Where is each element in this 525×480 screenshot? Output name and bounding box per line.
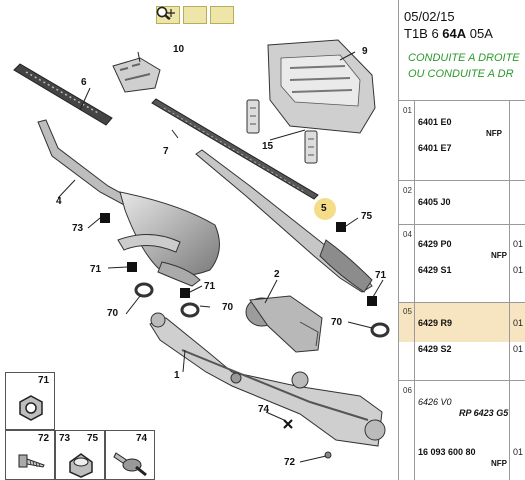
zoom-fit-icon (156, 6, 175, 20)
leader-lines (57, 51, 384, 463)
quantity: 01 (513, 344, 524, 354)
zoom-toolbar (156, 6, 234, 24)
callout-75[interactable]: 75 (361, 211, 373, 222)
quantity: 01 (513, 447, 524, 457)
row-number: 01 (403, 106, 412, 115)
callout-4[interactable]: 4 (56, 196, 62, 207)
catalog-reference: T1B 6 64A 05A (404, 26, 493, 41)
quantity: 01 (513, 318, 524, 328)
callout-9[interactable]: 9 (362, 46, 368, 57)
row-number: 05 (403, 307, 412, 316)
zoom-fit-button[interactable] (156, 6, 234, 24)
condition-line-1: CONDUITE A DROITE (408, 52, 520, 64)
callout-5-highlight (314, 198, 336, 220)
nfp-flag: NFP (491, 459, 507, 468)
callout-72[interactable]: 72 (284, 457, 296, 468)
part-2-motor[interactable] (245, 295, 323, 353)
legend-73-label: 73 (59, 433, 71, 444)
part-5-arm[interactable] (195, 149, 373, 293)
callout-71-right[interactable]: 71 (375, 270, 387, 281)
legend-72-label: 72 (38, 433, 50, 444)
part-ref[interactable]: 6401 E7 (418, 143, 452, 153)
parts-row-01[interactable]: 01 6401 E0 NFP 6401 E7 (399, 100, 525, 180)
legend-74[interactable]: 74 (105, 430, 155, 480)
part-ref[interactable]: 16 093 600 80 (418, 447, 476, 457)
nut-icon (19, 395, 43, 421)
part-7-blade[interactable] (151, 98, 319, 200)
callout-6[interactable]: 6 (81, 77, 87, 88)
catalog-date: 05/02/15 (404, 9, 455, 24)
legend-74-label: 74 (136, 433, 148, 444)
part-1-linkage[interactable] (149, 312, 386, 447)
stud-icon (113, 452, 147, 477)
parts-row-05[interactable]: 05 6429 R9 01 (399, 302, 525, 342)
cap-nut-icon (69, 453, 93, 478)
part-4-arm[interactable] (37, 119, 220, 287)
part-73-75-caps[interactable] (100, 213, 346, 232)
legend-75-label: 75 (87, 433, 99, 444)
parts-row-02[interactable]: 02 6405 J0 (399, 180, 525, 224)
nfp-flag: NFP (491, 251, 507, 260)
exploded-view (13, 39, 390, 463)
callout-73[interactable]: 73 (72, 223, 84, 234)
part-74-72[interactable] (283, 419, 332, 459)
part-ref[interactable]: 6429 S2 (418, 344, 452, 354)
parts-row-04[interactable]: 04 6429 P0 01 NFP 6429 S1 01 (399, 224, 525, 302)
nfp-flag: NFP (486, 129, 502, 138)
callout-71-left[interactable]: 71 (90, 264, 102, 275)
part-ref[interactable]: 6401 E0 (418, 117, 452, 127)
callout-15[interactable]: 15 (262, 141, 274, 152)
screw-icon (18, 454, 45, 468)
zoom-out-button[interactable] (156, 6, 207, 24)
callout-7[interactable]: 7 (163, 146, 169, 157)
part-ref[interactable]: 6429 R9 (418, 318, 453, 328)
quantity: 01 (513, 239, 524, 249)
callout-10[interactable]: 10 (173, 44, 185, 55)
row-number: 06 (403, 386, 412, 395)
part-10-connector[interactable] (112, 57, 161, 93)
part-ref[interactable]: 6426 V0 (418, 397, 452, 407)
parts-list-panel: 05/02/15 T1B 6 64A 05A CONDUITE A DROITE… (398, 0, 525, 480)
callout-70-right[interactable]: 70 (331, 317, 343, 328)
condition-line-2: OU CONDUITE A DR (408, 68, 514, 80)
callout-70-left[interactable]: 70 (107, 308, 119, 319)
part-ref[interactable]: 6405 J0 (418, 197, 451, 207)
part-ref[interactable]: RP 6423 G5 (459, 408, 509, 418)
legend-71[interactable]: 71 (5, 372, 55, 430)
callout-1[interactable]: 1 (174, 370, 180, 381)
legend-72[interactable]: 72 (5, 430, 55, 480)
legend-73-75[interactable]: 73 75 (55, 430, 105, 480)
part-15-clips[interactable] (246, 99, 318, 164)
part-70-washers[interactable] (134, 282, 390, 338)
row-number: 02 (403, 186, 412, 195)
part-ref[interactable]: 6429 S1 (418, 265, 452, 275)
part-9-cover[interactable] (267, 39, 376, 134)
quantity: 01 (513, 265, 524, 275)
callout-71-center[interactable]: 71 (204, 281, 216, 292)
part-6-blade[interactable] (13, 63, 113, 126)
part-71-nuts[interactable] (127, 262, 377, 306)
parts-row-06[interactable]: 06 6426 V0 RP 6423 G5 16 093 600 80 01 N… (399, 380, 525, 480)
parts-diagram: 10 9 6 7 15 4 5 73 75 71 2 71 70 70 71 7… (5, 6, 390, 480)
legend-71-label: 71 (38, 375, 50, 386)
callout-2[interactable]: 2 (274, 269, 280, 280)
part-ref[interactable]: 6429 P0 (418, 239, 452, 249)
parts-row-05b[interactable]: 6429 S2 01 (399, 342, 525, 380)
callout-70-center[interactable]: 70 (222, 302, 234, 313)
callout-74[interactable]: 74 (258, 404, 270, 415)
callout-5[interactable]: 5 (321, 203, 327, 214)
row-number: 04 (403, 230, 412, 239)
